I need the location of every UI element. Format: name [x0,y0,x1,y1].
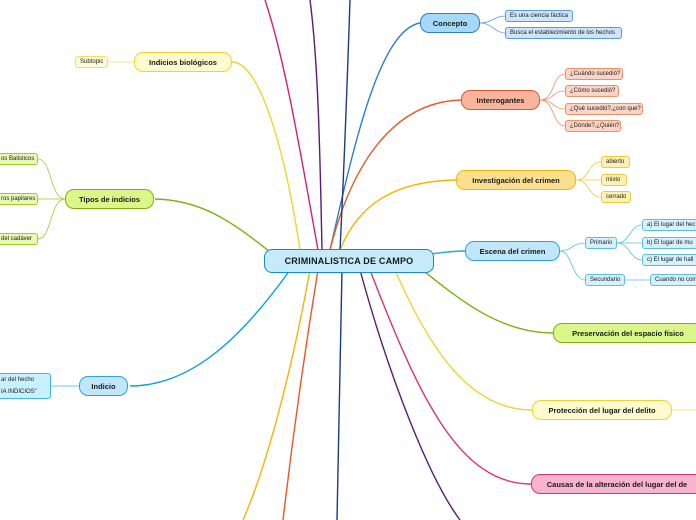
subtopic-indicio-line2: IA INDICIOS" [1,389,37,395]
sub-connector [616,224,643,244]
sub-connector [539,99,566,127]
connector-bottom-navy [336,269,343,520]
sub-connector [37,198,66,240]
subtopic-interrogantes-2[interactable]: ¿Cómo sucedió? [565,85,619,97]
connector-causas [369,269,532,485]
subtopic-investigacion-2[interactable]: mixto [601,174,627,186]
topic-proteccion[interactable]: Protección del lugar del delito [532,400,672,420]
central-topic[interactable]: CRIMINALISTICA DE CAMPO [264,249,434,273]
subtopic-escena-primario[interactable]: Primario [585,237,617,249]
topic-investigacion[interactable]: Investigación del crimen [456,170,576,190]
subtopic-escena-primario-b[interactable]: b) El lugar de mu [642,237,696,249]
topic-indicio[interactable]: Indicio [79,376,128,396]
connector-tipos [154,198,271,253]
connector-top-magenta [264,0,319,251]
subtopic-tipos-3[interactable]: del cadáver [0,233,38,245]
connector-bottom-orange [282,269,319,520]
subtopic-interrogantes-1[interactable]: ¿Cuándo sucedió? [565,68,623,80]
sub-connector [559,250,586,281]
subtopic-indicios-biologicos-1[interactable]: Subtopic [75,56,108,68]
subtopic-investigacion-3[interactable]: cerrado [601,191,631,203]
connector-top-navy [339,0,351,251]
connector-bottom-purple [359,269,461,520]
topic-tipos-indicios[interactable]: Tipos de indicios [65,189,154,209]
subtopic-indicio-1[interactable]: ar del hecho IA INDICIOS" [0,373,51,399]
subtopic-interrogantes-3[interactable]: ¿Qué sucedió?,¿con que? [565,103,643,115]
subtopic-concepto-1[interactable]: Es una ciencia fáctica [505,10,573,22]
topic-concepto[interactable]: Concepto [420,13,480,33]
subtopic-concepto-2[interactable]: Busca el establecimiento de los hechos [505,27,622,39]
subtopic-indicio-line1: ar del hecho [1,377,35,383]
subtopic-escena-secundario[interactable]: Secundario [585,274,625,286]
connector-concepto [329,22,421,251]
topic-preservacion[interactable]: Preservación del espacio físico [553,323,696,343]
subtopic-investigacion-1[interactable]: abierto [601,156,630,168]
connector-bottom-yellow [242,269,311,520]
subtopic-interrogantes-4[interactable]: ¿Dónde?,¿Quién? [565,120,621,132]
topic-escena[interactable]: Escena del crimen [465,241,560,261]
sub-connector [616,242,643,261]
connector-top-purple [309,0,323,251]
connector-investigacion [339,179,457,251]
sub-connector [479,15,506,24]
topic-indicios-biologicos[interactable]: Indicios biológicos [134,52,232,72]
topic-interrogantes[interactable]: Interrogantes [461,90,540,110]
connector-interrogantes [329,99,462,251]
subtopic-tipos-2[interactable]: ros papilares [0,193,38,205]
sub-connector [539,99,566,110]
sub-connector [575,161,602,181]
subtopic-escena-secundario-1[interactable]: Cuando no coin [650,274,696,286]
sub-connector [575,179,602,198]
topic-causas[interactable]: Causas de la alteración del lugar del de [531,474,696,494]
sub-connector [479,22,506,34]
connector-preservacion [419,267,554,334]
subtopic-escena-primario-c[interactable]: c) El lugar de hall [642,254,696,266]
subtopic-escena-primario-a[interactable]: a) El lugar del hec [642,219,696,231]
sub-connector [37,158,66,200]
sub-connector [539,90,566,101]
subtopic-tipos-1[interactable]: os Balisticos [0,153,38,165]
connector-indicio [129,269,291,387]
sub-connector [559,242,586,252]
connector-proteccion [394,269,533,411]
sub-connector [539,73,566,101]
connector-indicios-bio [231,61,301,251]
